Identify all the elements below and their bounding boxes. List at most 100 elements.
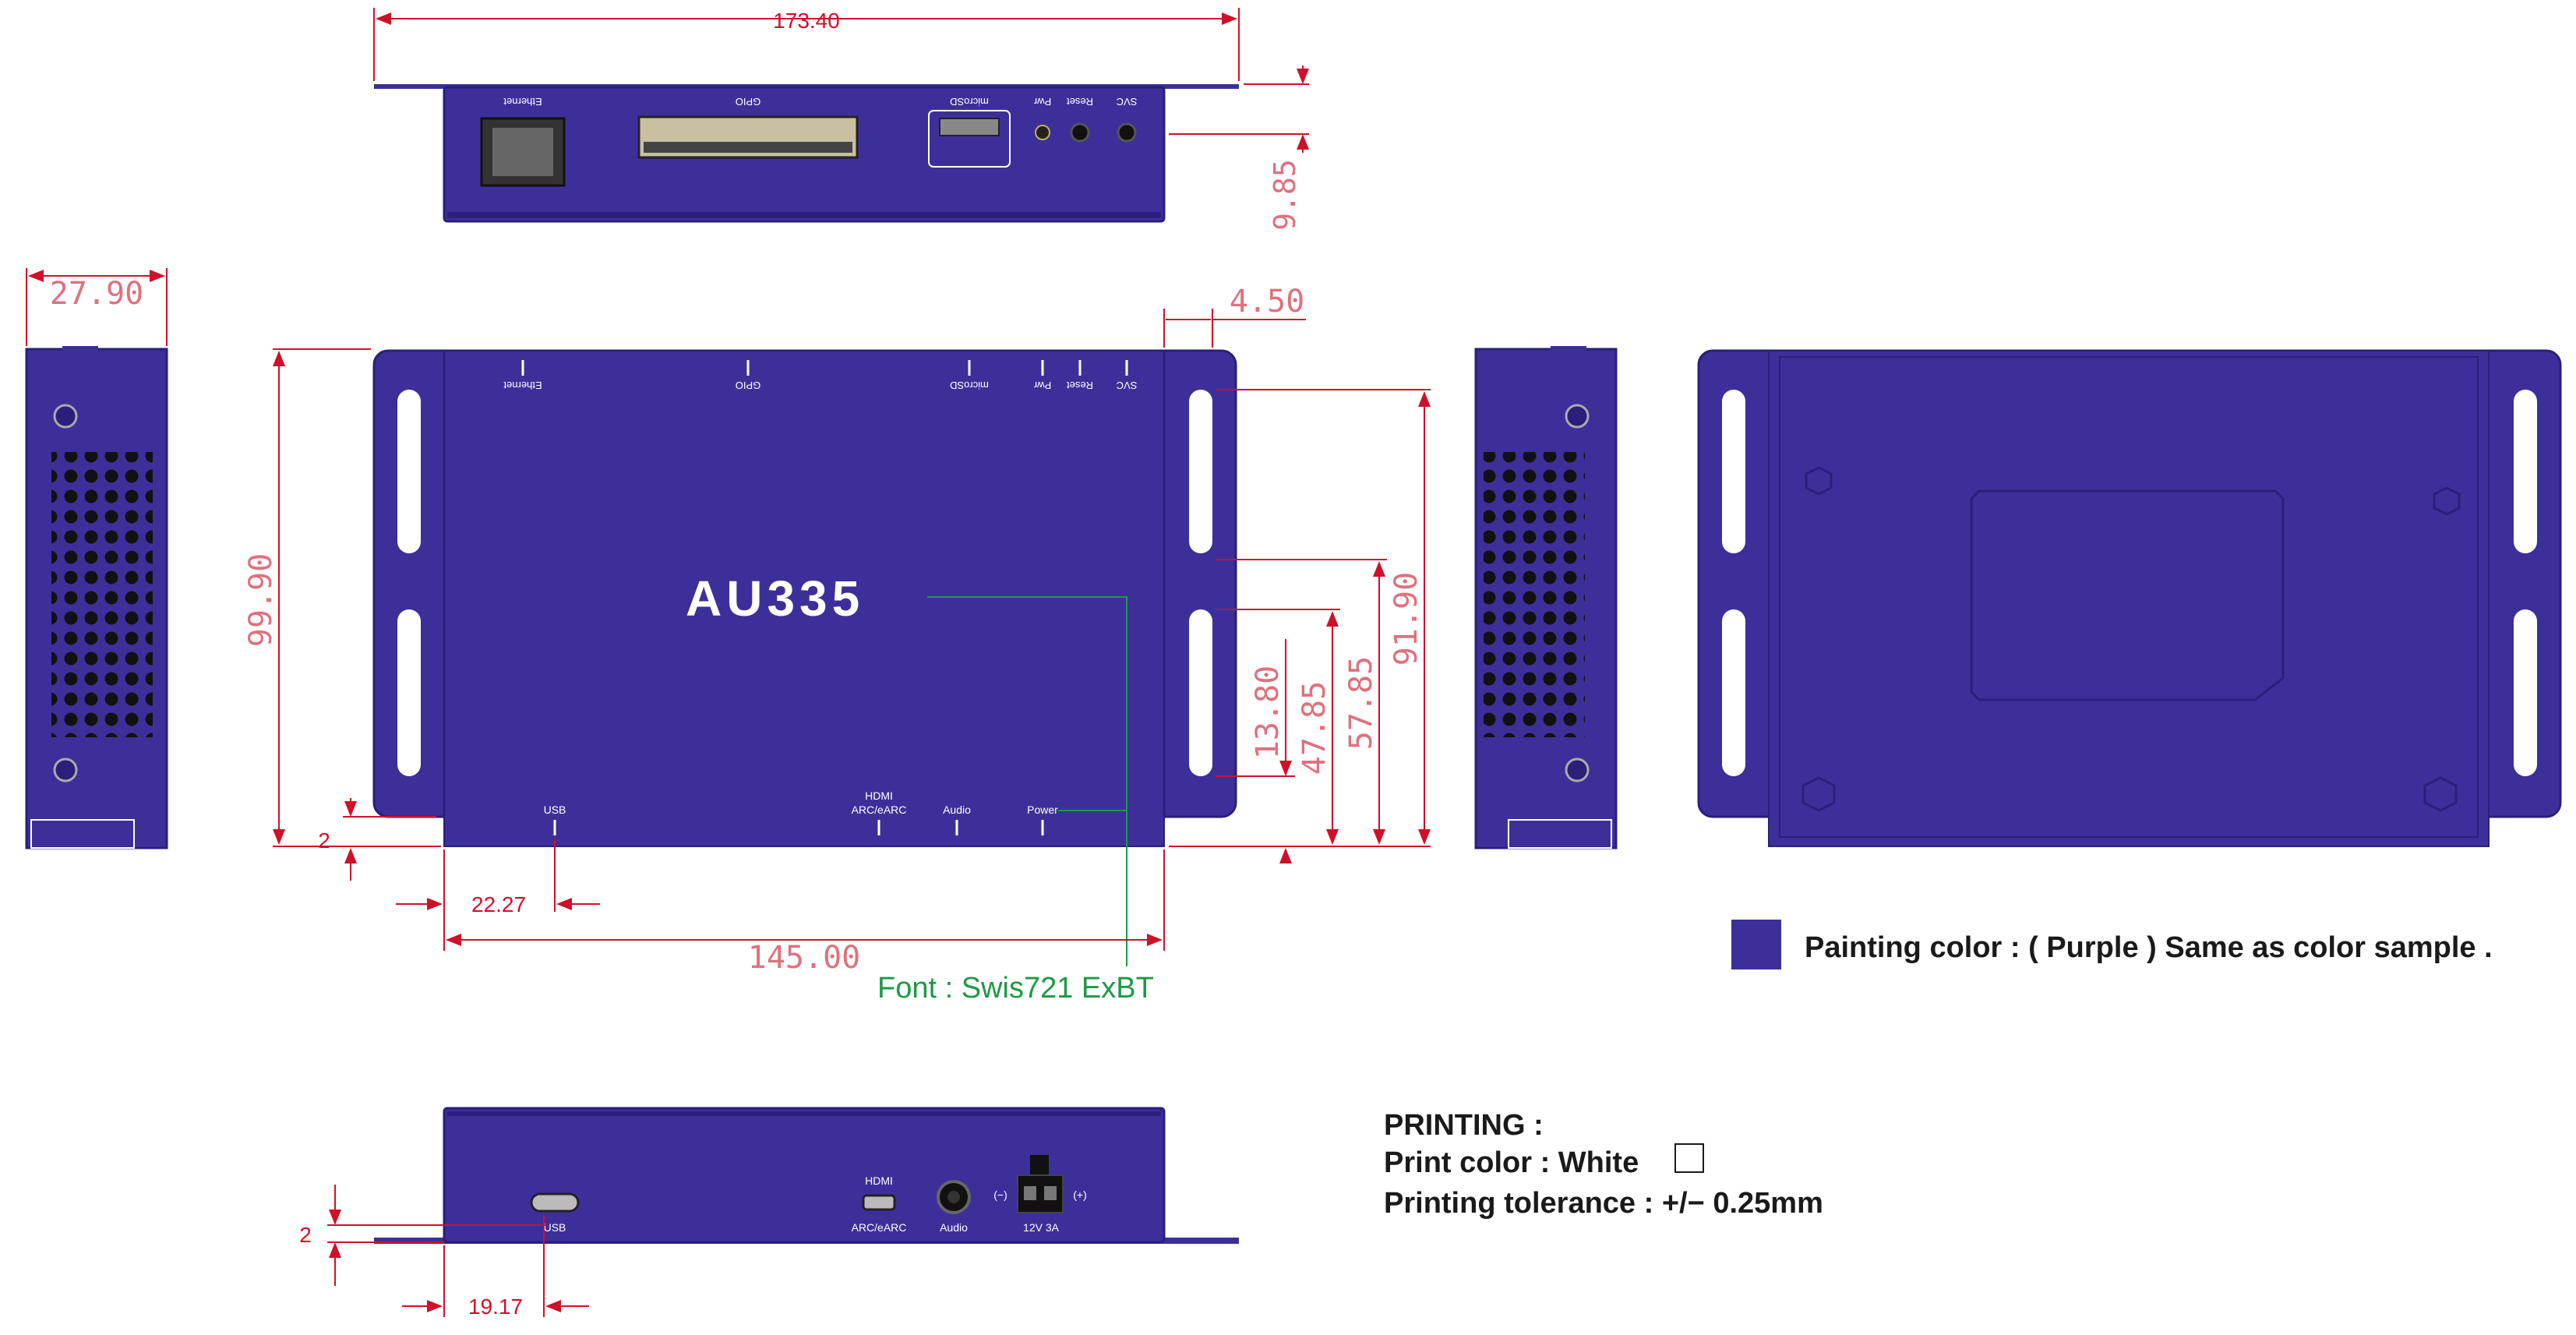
model-name: AU335 bbox=[686, 570, 864, 627]
dim-13-80: 13.80 bbox=[1216, 639, 1295, 864]
dim-91-90-value: 91.90 bbox=[1389, 572, 1424, 666]
front-label-pwr: Pwr bbox=[1033, 380, 1051, 391]
dim-side-width: 27.90 bbox=[26, 268, 168, 346]
microsd-slot bbox=[939, 118, 1000, 136]
bottom-slot-left-bottom bbox=[1722, 609, 1745, 776]
bottom-view-body bbox=[1768, 350, 2490, 847]
bottom-slot-right-bottom bbox=[2514, 609, 2537, 776]
dim-57-85-value: 57.85 bbox=[1343, 656, 1379, 750]
right-side-foot bbox=[1508, 819, 1612, 849]
painting-note: Painting color : ( Purple ) Same as colo… bbox=[1805, 931, 2493, 964]
front-label-hdmi-1: HDMI bbox=[865, 789, 893, 802]
dim-ear-offset: 4.50 bbox=[1163, 284, 1306, 348]
dim-usb-offset-bottom-value: 19.17 bbox=[468, 1294, 523, 1319]
port-label-usb: USB bbox=[544, 1221, 566, 1234]
dim-usb-offset-bottom: 19.17 bbox=[402, 1216, 589, 1319]
front-label-power: Power bbox=[1027, 803, 1058, 816]
dim-2-bottom-value: 2 bbox=[299, 1223, 312, 1247]
mount-slot-right-bottom bbox=[1189, 609, 1212, 776]
front-label-reset: Reset bbox=[1067, 380, 1093, 391]
usb-c-port bbox=[530, 1192, 580, 1213]
top-label-gpio: GPIO bbox=[736, 96, 761, 108]
front-view: Ethernet GPIO microSD Pwr Reset SVC AU33… bbox=[372, 349, 1237, 847]
top-label-ethernet: Ethernet bbox=[503, 96, 542, 108]
bottom-screw-2 bbox=[2433, 486, 2461, 516]
port-label-audio: Audio bbox=[940, 1221, 968, 1234]
front-label-gpio: GPIO bbox=[736, 380, 761, 391]
right-side-screw-top bbox=[1565, 404, 1590, 429]
top-view: Ethernet GPIO microSD Pwr Reset SVC bbox=[374, 84, 1239, 223]
bottom-screw-1 bbox=[1805, 466, 1833, 496]
gpio-pins bbox=[644, 142, 852, 153]
dim-body-width-value: 145.00 bbox=[748, 940, 861, 976]
right-side-view bbox=[1474, 346, 1618, 849]
painting-legend: Painting color : ( Purple ) Same as colo… bbox=[1731, 920, 2493, 969]
top-label-reset: Reset bbox=[1067, 96, 1093, 108]
reset-button bbox=[1070, 122, 1090, 143]
right-side-tab bbox=[1551, 346, 1586, 351]
left-side-foot bbox=[30, 819, 135, 849]
hdmi-port bbox=[862, 1194, 896, 1211]
dim-ear-offset-value: 4.50 bbox=[1230, 284, 1304, 320]
left-side-vents bbox=[51, 452, 153, 737]
printing-tolerance-line: Printing tolerance : +/− 0.25mm bbox=[1384, 1187, 1823, 1220]
mount-slot-left-bottom bbox=[397, 609, 421, 776]
front-view-body bbox=[443, 350, 1165, 847]
pwr-led bbox=[1035, 125, 1050, 140]
microsd-slot-outline bbox=[928, 110, 1011, 168]
ethernet-port-inner bbox=[492, 128, 553, 176]
left-side-view bbox=[25, 346, 168, 849]
dim-47-85: 47.85 bbox=[1216, 609, 1340, 845]
front-label-usb: USB bbox=[544, 803, 566, 816]
front-label-ethernet: Ethernet bbox=[503, 380, 542, 391]
port-view-body bbox=[443, 1107, 1166, 1244]
left-side-tab bbox=[62, 346, 98, 351]
dim-57-85: 57.85 bbox=[1216, 559, 1387, 845]
print-color-line: Print color : White bbox=[1384, 1146, 1639, 1179]
printing-notes: PRINTING : Print color : White Printing … bbox=[1384, 1109, 1823, 1220]
svc-button bbox=[1117, 122, 1137, 143]
front-label-svc: SVC bbox=[1117, 380, 1138, 391]
bottom-screw-3 bbox=[1801, 776, 1836, 812]
port-label-minus: (−) bbox=[993, 1188, 1007, 1201]
dim-2-main: 2 bbox=[318, 798, 436, 881]
front-label-hdmi-2: ARC/eARC bbox=[852, 803, 907, 816]
right-side-vents bbox=[1484, 452, 1585, 737]
dim-side-width-value: 27.90 bbox=[50, 276, 143, 312]
left-side-screw-bottom bbox=[53, 758, 78, 782]
port-label-plus: (+) bbox=[1073, 1188, 1087, 1201]
dim-front-height-value: 99.90 bbox=[243, 553, 279, 647]
mount-slot-right-top bbox=[1189, 390, 1212, 553]
dim-top-width: 173.40 bbox=[373, 8, 1240, 81]
purple-swatch bbox=[1731, 920, 1781, 969]
port-view: USB HDMI ARC/eARC Audio (−) (+) 12V 3A bbox=[374, 1107, 1239, 1244]
dim-47-85-value: 47.85 bbox=[1297, 681, 1332, 775]
dim-13-80-value: 13.80 bbox=[1250, 666, 1286, 759]
white-swatch bbox=[1674, 1143, 1704, 1173]
dim-2-bottom: 2 bbox=[299, 1185, 545, 1286]
bottom-view bbox=[1697, 349, 2562, 847]
bottom-label-area bbox=[1970, 489, 2285, 701]
port-label-hdmi-2: ARC/eARC bbox=[852, 1221, 907, 1234]
port-label-power-rating: 12V 3A bbox=[1023, 1221, 1060, 1234]
left-side-screw-top bbox=[53, 404, 78, 429]
bottom-screw-4 bbox=[2423, 776, 2458, 812]
dim-91-90: 91.90 bbox=[1169, 389, 1431, 847]
dim-front-height: 99.90 bbox=[243, 348, 441, 847]
top-label-svc: SVC bbox=[1117, 96, 1138, 108]
dim-body-width: 145.00 bbox=[446, 849, 1165, 976]
dim-top-height-value: 9.85 bbox=[1268, 159, 1302, 231]
dim-top-height: 9.85 bbox=[1169, 65, 1309, 231]
dim-usb-offset-main: 22.27 bbox=[396, 839, 600, 951]
dim-2-main-value: 2 bbox=[318, 828, 330, 853]
bottom-slot-right-top bbox=[2514, 390, 2537, 553]
dim-usb-offset-main-value: 22.27 bbox=[471, 892, 526, 916]
top-label-microsd: microSD bbox=[950, 96, 989, 108]
top-label-pwr: Pwr bbox=[1033, 96, 1051, 108]
font-callout-text: Font : Swis721 ExBT bbox=[877, 972, 1154, 1005]
font-callout: Font : Swis721 ExBT bbox=[877, 596, 1154, 1005]
top-view-base-line bbox=[447, 212, 1161, 218]
dim-top-width-value: 173.40 bbox=[773, 9, 840, 33]
bottom-slot-left-top bbox=[1722, 390, 1745, 553]
